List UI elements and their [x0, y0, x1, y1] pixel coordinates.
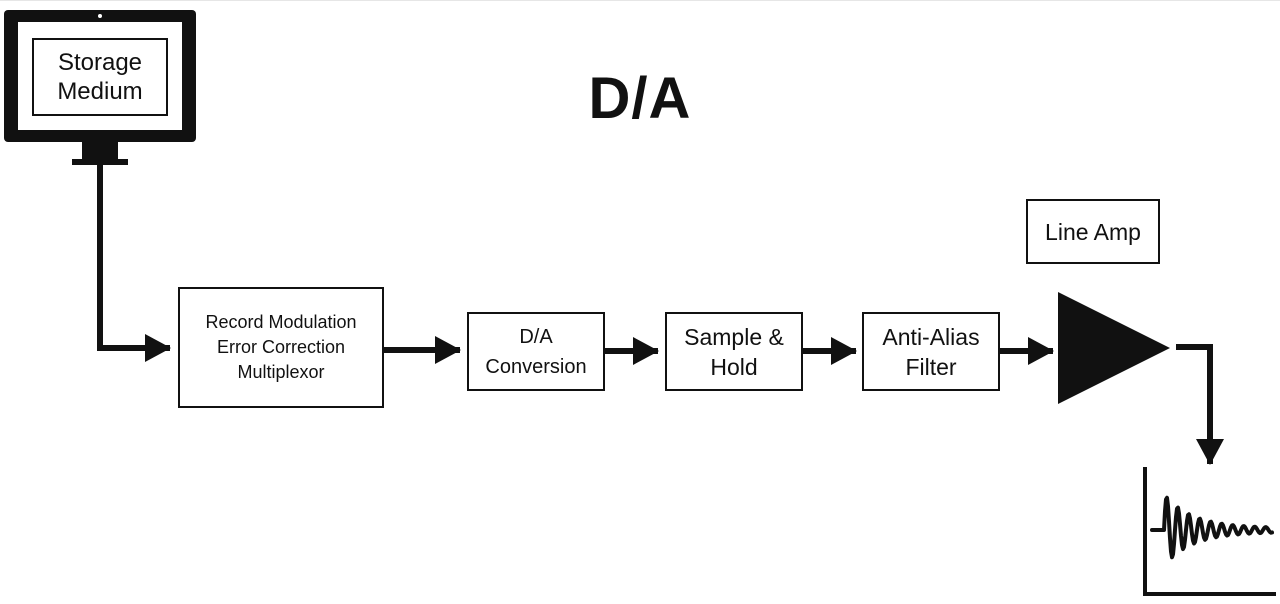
record-modulation-block: Record Modulation Error Correction Multi… [178, 287, 384, 408]
page-title: D/A [588, 66, 692, 131]
amp-to-output-arrow [1176, 344, 1224, 465]
anti-alias-filter-label: Anti-Alias Filter [882, 323, 980, 380]
storage-to-record-arrow [97, 165, 171, 362]
sample-hold-label: Sample & Hold [684, 323, 784, 380]
record-modulation-label: Record Modulation Error Correction Multi… [205, 312, 357, 382]
da-conversion-label: D/A Conversion [485, 325, 587, 378]
sample-hold-block: Sample & Hold [665, 312, 803, 391]
top-divider [0, 0, 1280, 1]
storage-medium-label: Storage Medium [57, 49, 143, 105]
da-conversion-block: D/A Conversion [467, 312, 605, 391]
line-amp-label: Line Amp [1045, 218, 1141, 245]
line-amp-box: Line Amp [1026, 199, 1160, 264]
amplifier-triangle-icon [1058, 292, 1170, 404]
anti-alias-filter-block: Anti-Alias Filter [862, 312, 1000, 391]
storage-medium-box: Storage Medium [32, 38, 168, 116]
decaying-waveform-icon [1143, 467, 1276, 596]
